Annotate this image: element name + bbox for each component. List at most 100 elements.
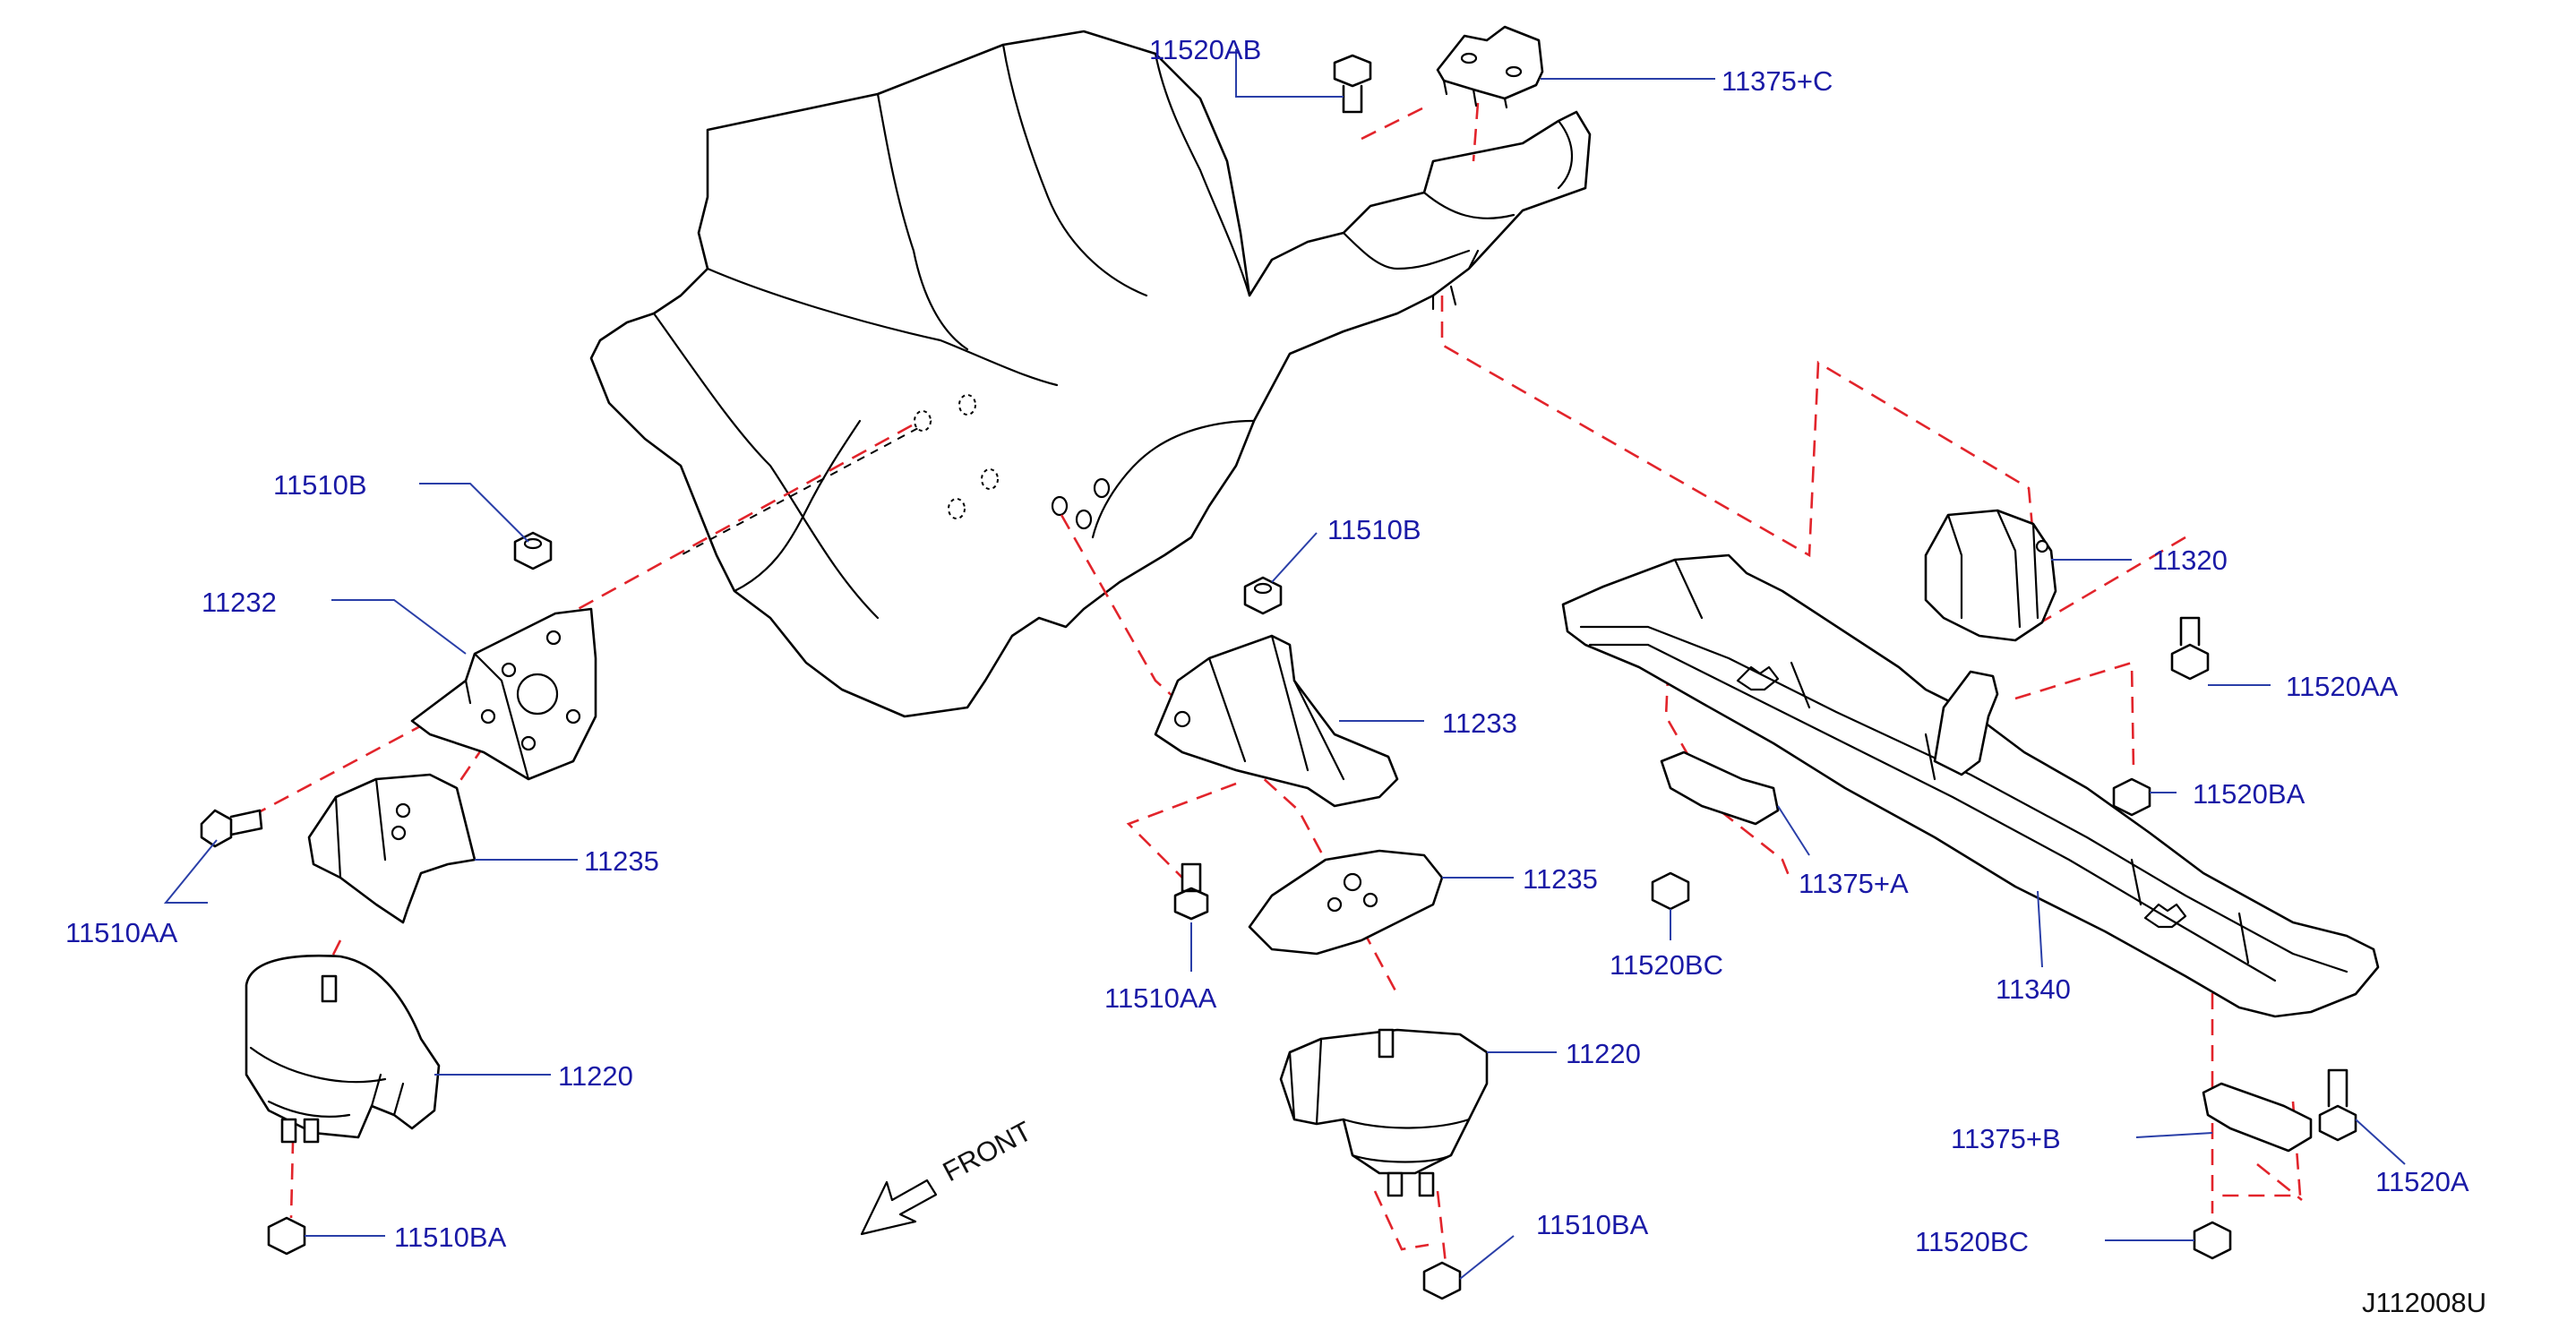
phantom-line (2014, 536, 2186, 771)
leader-line (2355, 1119, 2406, 1165)
label-11520ab: 11520AB (1149, 34, 1261, 65)
rear-mount-11320-detail (1946, 509, 2039, 629)
bracket-hole (501, 662, 517, 678)
label-11510b-left: 11510B (273, 469, 367, 501)
leader-line (1777, 805, 1810, 856)
bracket-11233-ribs (1207, 634, 1345, 781)
phantom-line (1361, 102, 1480, 162)
front-arrow-icon (860, 1179, 938, 1236)
label-11510ba-left: 11510BA (394, 1222, 507, 1253)
bracket-hole (565, 708, 581, 725)
leader-line (1459, 1235, 1515, 1280)
label-11520a: 11520A (2375, 1166, 2469, 1197)
bracket-hole (545, 630, 562, 646)
label-11340: 11340 (1996, 973, 2071, 1005)
label-11233: 11233 (1442, 707, 1517, 739)
front-label: FRONT (938, 1115, 1037, 1188)
label-11510ba-center: 11510BA (1536, 1209, 1649, 1240)
crossmember-edges (1579, 558, 2348, 982)
label-11232: 11232 (202, 587, 277, 618)
bolt-11520aa (2170, 616, 2210, 681)
rear-mount-11375c-detail (1442, 79, 1508, 109)
bracket-hole (480, 708, 496, 725)
nut-11510b-center (1243, 576, 1283, 615)
label-11510aa-center: 11510AA (1104, 982, 1217, 1014)
nut-11520bc-bottom (2193, 1221, 2232, 1260)
phantom-line (1373, 1190, 1448, 1273)
label-11520aa: 11520AA (2286, 671, 2399, 702)
leader-line (2037, 890, 2043, 968)
crossmember-arrow-icon (1736, 665, 1780, 691)
leader-line (419, 483, 529, 543)
engine-hole (948, 498, 966, 519)
insulator-11220-detail (1288, 1037, 1471, 1163)
crossmember-bracket (1933, 670, 1999, 776)
crossmember-arrow-icon (2143, 903, 2187, 929)
label-11220-left: 11220 (558, 1060, 633, 1092)
engine-center-line (680, 420, 932, 556)
shield-hole (1343, 872, 1362, 892)
shield-hole (1327, 896, 1343, 913)
engine-contour-lines (652, 43, 1516, 620)
label-11520bc-top: 11520BC (1610, 949, 1723, 981)
label-11320: 11320 (2152, 544, 2228, 576)
insulator-11220-center (1279, 1028, 1489, 1175)
heat-shield-11235-left (307, 773, 477, 924)
mount-hole (1460, 52, 1478, 64)
engine-hole (1075, 509, 1093, 530)
pad-11375a (1660, 750, 1780, 826)
label-11375c: 11375+C (1722, 65, 1833, 97)
nut-11510b-left (513, 531, 553, 570)
heat-shield-11235-center (1248, 849, 1444, 956)
mount-hole (1505, 65, 1523, 78)
engine-hole (1093, 477, 1111, 499)
insulator-stud (280, 1118, 320, 1144)
rear-mount-11375c-group (1333, 25, 1544, 114)
pad-11375b (2202, 1082, 2313, 1153)
insulator-stud (1387, 1171, 1435, 1197)
label-11520ba: 11520BA (2193, 778, 2306, 810)
shield-hole (1362, 892, 1378, 908)
label-11235-left: 11235 (584, 845, 659, 877)
leader-line (2135, 1132, 2213, 1138)
leader-line (331, 599, 467, 655)
crossmember-group (1561, 509, 2380, 1260)
shield-hole (395, 802, 411, 819)
label-11510aa-left: 11510AA (65, 917, 178, 948)
engine-hole (1051, 495, 1069, 517)
bolt-11520ab (1333, 54, 1372, 114)
insulator-11220-detail (249, 1046, 405, 1118)
bracket-hole (520, 735, 537, 751)
label-11510b-center: 11510B (1327, 514, 1421, 545)
bracket-bore (516, 673, 559, 716)
insulator-stud (321, 974, 338, 1003)
insulator-stud (1378, 1028, 1395, 1059)
bracket-11232 (410, 607, 597, 781)
left-mount-group (200, 531, 597, 1256)
label-11375b: 11375+B (1951, 1123, 2061, 1154)
engine-hole (914, 410, 932, 432)
leader-line (163, 839, 218, 904)
phantom-line (1440, 296, 2035, 558)
figure-code: J112008U (2362, 1287, 2486, 1318)
engine-block (589, 30, 1592, 718)
part-number-labels: 11520AB 11375+C 11510B 11232 11510AA 112… (65, 34, 2486, 1318)
engine-hole (981, 468, 999, 490)
phantom-line (1126, 782, 1237, 883)
bolt-11520a (2318, 1068, 2357, 1142)
nut-11520bc-top (1651, 871, 1690, 911)
mount-hole (2035, 539, 2049, 553)
leader-lines (163, 49, 2406, 1280)
bolt-11510aa-left (200, 809, 263, 848)
shield-hole (391, 825, 407, 841)
nut-11510ba-center (1422, 1261, 1462, 1300)
label-11235-center: 11235 (1523, 863, 1598, 895)
label-11220-center: 11220 (1566, 1038, 1641, 1069)
bracket-11232-edge (464, 652, 530, 781)
insulator-11220-left (245, 954, 441, 1139)
engine-transmission-assembly (589, 30, 1592, 718)
crossmember-11340 (1561, 553, 2380, 1018)
bracket-hole (1173, 710, 1191, 728)
engine-hole (958, 394, 976, 416)
